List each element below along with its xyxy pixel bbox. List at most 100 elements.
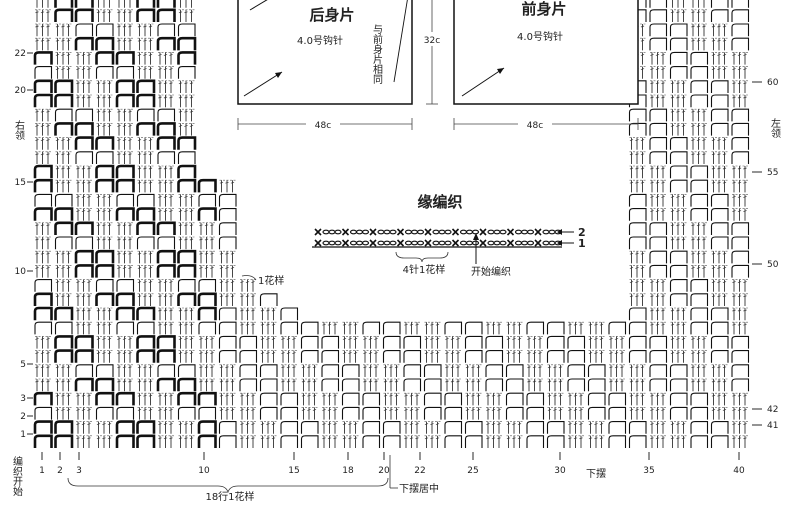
dc-bar: [128, 338, 132, 340]
dc-bar: [35, 352, 39, 354]
edge-chain-stitch: [377, 229, 385, 235]
dc-bar: [189, 96, 194, 99]
edge-sc-stitch: [341, 228, 350, 236]
dc-bar: [743, 68, 747, 70]
dc-bar: [383, 366, 388, 369]
chain-arc: [628, 222, 647, 235]
chain-arc: [710, 421, 729, 434]
dc-bar: [137, 394, 142, 397]
chain-arc: [156, 221, 176, 235]
dc-bar: [292, 366, 296, 369]
dc-bar: [456, 380, 460, 383]
dc-bar: [435, 338, 440, 340]
dc-bar: [286, 366, 291, 369]
dc-bar: [189, 437, 194, 440]
chain-arc: [115, 292, 135, 306]
edge-sc-stitch: [451, 239, 460, 247]
dc-bar: [711, 409, 716, 411]
dc-bar: [342, 338, 347, 340]
dc-bar: [732, 96, 736, 99]
dc-bar: [655, 295, 660, 298]
dc-bar: [199, 252, 203, 255]
back-panel: 后身片 4.0号钩针: [237, 0, 413, 105]
chain-arc: [218, 421, 237, 434]
dc-bar: [35, 380, 39, 383]
dc-bar: [342, 423, 347, 425]
dc-bar: [148, 153, 153, 156]
dc-bar: [650, 281, 654, 283]
dc-bar: [204, 224, 209, 227]
chain-arc: [690, 435, 709, 448]
dc-bar: [122, 224, 127, 227]
chain-arc: [34, 193, 53, 207]
dc-bar: [681, 338, 686, 340]
dc-bar: [450, 352, 455, 354]
dc-bar: [333, 423, 337, 425]
chain-arc: [628, 335, 647, 349]
dc-bar: [353, 323, 358, 326]
edge-title: 缘编织: [417, 193, 462, 211]
chain-arc: [157, 108, 176, 122]
chain-arc: [587, 364, 606, 377]
dc-bar: [527, 338, 531, 340]
dc-bar: [225, 295, 229, 298]
dc-bar: [240, 394, 244, 397]
edge-chain-stitch: [487, 240, 495, 246]
dc-bar: [696, 139, 701, 141]
dc-bar: [635, 167, 639, 170]
dc-bar: [650, 409, 654, 411]
dc-bar: [148, 366, 153, 369]
dc-bar: [743, 423, 747, 425]
dc-bar: [640, 295, 645, 298]
chain-arc: [177, 164, 197, 179]
dc-bar: [594, 323, 598, 326]
dc-bar: [404, 323, 408, 326]
dc-bar: [702, 352, 706, 354]
chain-arc: [526, 392, 545, 406]
dc-bar: [588, 323, 593, 326]
chain-arc: [136, 420, 156, 434]
dc-bar: [635, 394, 639, 397]
chain-arc: [218, 193, 237, 207]
dc-bar: [445, 366, 449, 369]
chain-arc: [731, 364, 750, 377]
chain-arc: [505, 378, 524, 392]
dc-bar: [143, 181, 147, 184]
dc-bar: [210, 267, 214, 269]
chain-arc: [628, 108, 647, 122]
chain-arc: [33, 391, 53, 406]
dc-bar: [61, 54, 65, 56]
dc-bar: [661, 423, 665, 425]
chain-arc: [649, 23, 668, 37]
edge-sc-stitch: [506, 239, 515, 247]
chain-arc: [669, 66, 688, 79]
dc-bar: [717, 139, 721, 141]
dc-bar: [476, 366, 481, 369]
dc-bar: [655, 167, 660, 170]
dc-bar: [35, 139, 39, 141]
chain-arc: [75, 23, 94, 37]
chain-arc: [259, 364, 278, 377]
chain-arc: [567, 364, 586, 377]
dc-bar: [711, 252, 716, 255]
dc-bar: [96, 96, 101, 99]
dc-bar: [650, 167, 654, 170]
chain-arc: [54, 8, 74, 22]
dc-bar: [76, 82, 80, 85]
chain-arc: [731, 0, 750, 8]
dc-bar: [184, 196, 188, 198]
chain-arc: [54, 335, 74, 349]
dc-bar: [471, 409, 475, 411]
right-row-number: 55: [767, 168, 778, 178]
dc-bar: [661, 96, 665, 99]
dc-bar: [732, 423, 736, 425]
dc-bar: [568, 437, 572, 440]
chain-arc: [75, 151, 94, 164]
chain-arc: [731, 236, 750, 250]
dc-bar: [117, 338, 121, 340]
dc-bar: [670, 309, 675, 312]
dc-bar: [517, 323, 522, 326]
chain-arc: [485, 378, 504, 392]
dc-bar: [40, 352, 45, 354]
